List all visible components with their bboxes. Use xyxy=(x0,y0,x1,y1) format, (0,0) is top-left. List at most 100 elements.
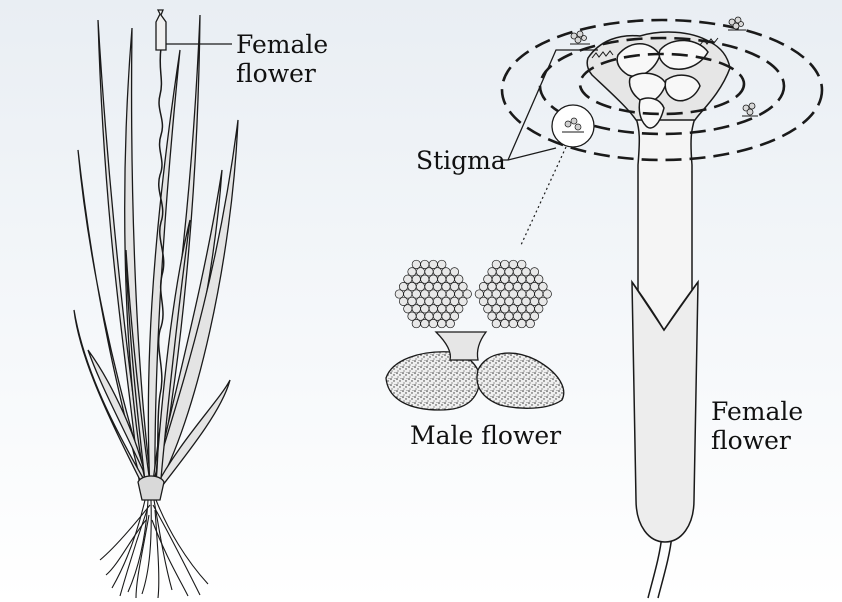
plant-leaf xyxy=(125,249,152,491)
pollen-grain xyxy=(525,274,535,284)
label-line: flower xyxy=(711,426,791,455)
pollen-grain xyxy=(500,304,510,314)
female-flower-stalk xyxy=(154,47,165,491)
pollen-grain xyxy=(415,311,426,321)
pollen-grain xyxy=(504,296,514,306)
pollen-grain xyxy=(478,282,489,292)
plant-leaf xyxy=(124,27,153,491)
plant-leaf xyxy=(147,49,181,491)
plant-leaf xyxy=(152,379,231,491)
pollen-grain xyxy=(504,311,514,321)
flower-petal xyxy=(664,74,701,102)
pollen-grain xyxy=(538,282,548,292)
pollen-grain xyxy=(415,296,426,306)
pollen-grain xyxy=(534,274,544,284)
pollen-grain xyxy=(508,289,518,299)
pollen-grain xyxy=(517,289,527,299)
plant-leaf xyxy=(150,119,239,491)
pollen-grain xyxy=(432,267,443,277)
plant-leaf xyxy=(154,219,191,491)
plant-leaf xyxy=(77,149,150,491)
pollen-grain xyxy=(534,289,544,299)
pollen-grain xyxy=(411,259,421,269)
pollen-grain xyxy=(508,274,518,284)
pollen-grain xyxy=(420,289,430,299)
pollen-grain xyxy=(407,267,417,277)
pollen-grain xyxy=(437,319,447,329)
female-flower-spathe xyxy=(631,279,699,543)
pollen-grain xyxy=(500,259,510,269)
pollen-grain xyxy=(454,274,464,284)
pollen-grain xyxy=(441,267,451,277)
pollen-grain xyxy=(491,289,501,299)
pollen-grain xyxy=(445,319,455,329)
pollen-mass-left xyxy=(394,259,472,329)
pollen-grain xyxy=(407,282,417,292)
pollen-grain xyxy=(525,304,535,314)
pollen-grain xyxy=(491,304,501,314)
female-flower-detail xyxy=(586,31,731,599)
pollen-grain xyxy=(449,311,460,321)
pollen-grain xyxy=(454,289,464,299)
pollen-grain xyxy=(517,274,527,284)
pollen-grain xyxy=(424,282,434,292)
pollen-grain xyxy=(398,282,409,292)
pollen-grain xyxy=(517,259,527,269)
label-female-flower-top: Female flower xyxy=(236,30,328,88)
pollen-grain xyxy=(483,304,493,314)
pollen-grain xyxy=(487,296,497,306)
pollen-grain xyxy=(483,274,493,284)
pollen-grain xyxy=(512,282,523,292)
pollen-grain xyxy=(403,289,413,299)
pollen-grain xyxy=(458,282,468,292)
pollen-grain xyxy=(424,267,434,277)
pollen-grain xyxy=(403,274,413,284)
pollen-grain xyxy=(441,311,451,321)
pollen-grain xyxy=(428,304,438,314)
pollen-grain xyxy=(495,296,506,306)
pollen-grain xyxy=(398,296,409,306)
pollen-mass-right xyxy=(474,259,552,329)
pollen-grain xyxy=(415,282,426,292)
pollen-grain xyxy=(504,267,514,277)
pollen-grain xyxy=(424,296,434,306)
pollen-grain xyxy=(483,289,493,299)
pollen-grain xyxy=(437,304,447,314)
female-flower-bud xyxy=(155,9,167,51)
pollen-grain xyxy=(478,296,489,306)
pollen-grain xyxy=(420,259,430,269)
pollen-grain xyxy=(449,267,460,277)
pollen-grain xyxy=(525,289,535,299)
pollen-grain xyxy=(538,296,548,306)
pollen-grain xyxy=(411,304,421,314)
male-flower-sepal xyxy=(476,352,565,409)
pollen-grain xyxy=(437,259,447,269)
pollen-grain xyxy=(432,311,443,321)
pollen-grain xyxy=(500,274,510,284)
floating-male-flower xyxy=(742,102,758,117)
stigma-leader-lines xyxy=(500,49,598,161)
pollen-grain xyxy=(512,311,523,321)
pollen-grain xyxy=(462,289,472,299)
floating-male-flower xyxy=(570,30,590,45)
pollen-grain xyxy=(474,289,484,299)
pollen-grain xyxy=(517,304,527,314)
plant-roots xyxy=(99,499,209,599)
pollen-grain xyxy=(445,289,455,299)
pollen-grain xyxy=(420,274,430,284)
pollen-grain xyxy=(491,319,501,329)
pollen-grain xyxy=(437,274,447,284)
pollen-grain xyxy=(432,296,443,306)
pollen-grain xyxy=(432,282,443,292)
pollen-grain xyxy=(394,289,404,299)
pollen-grain xyxy=(428,289,438,299)
pollen-grain xyxy=(403,304,413,314)
pollen-grain xyxy=(449,282,460,292)
spathe-edge xyxy=(631,281,699,332)
plant-leaf xyxy=(87,349,153,491)
pollen-grain xyxy=(508,259,518,269)
pollen-grain xyxy=(420,304,430,314)
pollen-grain xyxy=(542,289,552,299)
pollen-grain xyxy=(525,319,535,329)
